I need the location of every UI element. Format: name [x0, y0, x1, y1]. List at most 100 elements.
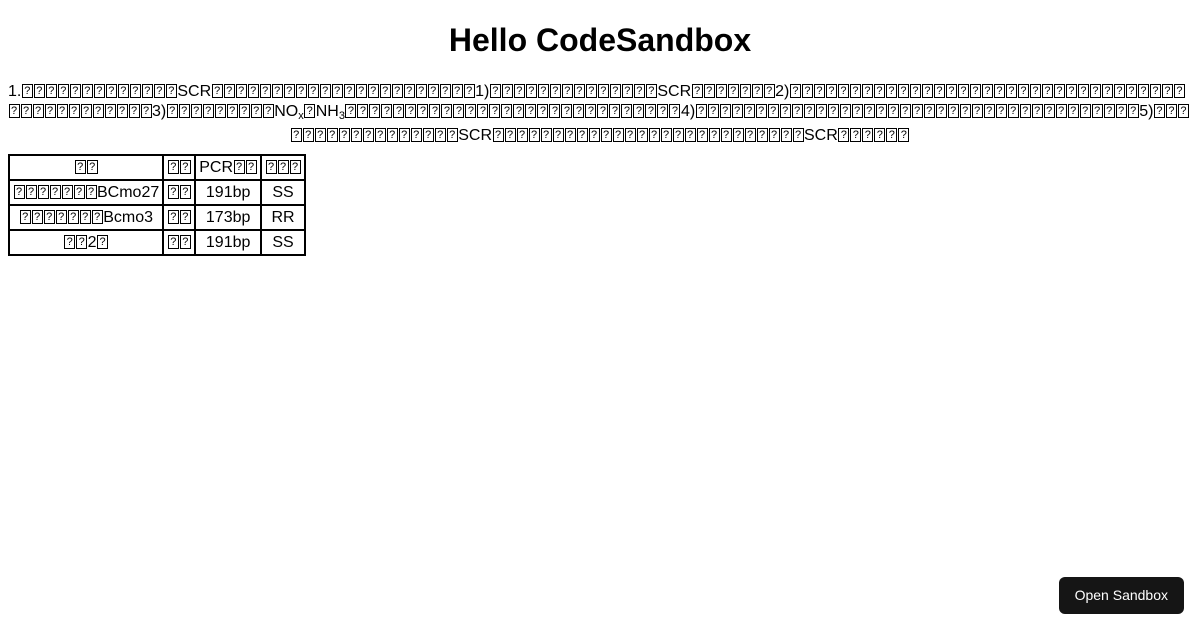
missing-glyph-box: [513, 84, 525, 98]
missing-glyph-box: [304, 104, 316, 118]
missing-glyph-box: [441, 104, 453, 118]
missing-glyph-box: [1067, 104, 1079, 118]
missing-glyph-box: [561, 104, 573, 118]
missing-glyph-box: [277, 159, 289, 174]
missing-glyph-box: [417, 104, 429, 118]
missing-glyph-box: [262, 104, 274, 118]
missing-glyph-box: [167, 209, 179, 224]
missing-glyph-box: [751, 84, 763, 98]
missing-glyph-box: [645, 104, 657, 118]
missing-glyph-box: [691, 84, 703, 98]
missing-glyph-box: [767, 104, 779, 118]
missing-glyph-box: [552, 128, 564, 142]
missing-glyph-box: [995, 104, 1007, 118]
missing-glyph-box: [202, 104, 214, 118]
missing-glyph-box: [513, 104, 525, 118]
text-run: SCR: [458, 127, 492, 144]
missing-glyph-box: [79, 209, 91, 224]
cell-genotype: SS: [261, 180, 306, 205]
missing-glyph-box: [851, 104, 863, 118]
missing-glyph-box: [80, 104, 92, 118]
missing-glyph-box: [585, 84, 597, 98]
missing-glyph-box: [609, 104, 621, 118]
missing-glyph-box: [179, 234, 191, 249]
missing-glyph-box: [1125, 84, 1137, 98]
missing-glyph-box: [621, 84, 633, 98]
missing-glyph-box: [391, 84, 403, 98]
missing-glyph-box: [393, 104, 405, 118]
table-row: Bcmo3173bpRR: [9, 205, 306, 230]
missing-glyph-box: [20, 104, 32, 118]
missing-glyph-box: [61, 184, 73, 199]
missing-glyph-box: [307, 84, 319, 98]
text-run: SCR: [657, 83, 692, 100]
missing-glyph-box: [398, 128, 410, 142]
missing-glyph-box: [85, 184, 97, 199]
missing-glyph-box: [116, 104, 128, 118]
missing-glyph-box: [791, 104, 803, 118]
missing-glyph-box: [768, 128, 780, 142]
missing-glyph-box: [492, 128, 504, 142]
column-header-name: [9, 155, 164, 180]
missing-glyph-box: [672, 128, 684, 142]
missing-glyph-box: [153, 84, 165, 98]
missing-glyph-box: [803, 104, 815, 118]
cell-gene: [163, 205, 196, 230]
missing-glyph-box: [319, 84, 331, 98]
missing-glyph-box: [874, 128, 886, 142]
text-run: NH: [315, 103, 339, 120]
text-run: BCmo27: [97, 183, 160, 201]
missing-glyph-box: [1031, 104, 1043, 118]
missing-glyph-box: [381, 104, 393, 118]
missing-glyph-box: [576, 128, 588, 142]
open-sandbox-button[interactable]: Open Sandbox: [1058, 577, 1184, 614]
missing-glyph-box: [463, 84, 475, 98]
missing-glyph-box: [540, 128, 552, 142]
missing-glyph-box: [957, 84, 969, 98]
missing-glyph-box: [314, 128, 326, 142]
missing-glyph-box: [911, 104, 923, 118]
missing-glyph-box: [501, 84, 513, 98]
subscript: x: [298, 110, 304, 122]
missing-glyph-box: [715, 84, 727, 98]
missing-glyph-box: [403, 84, 415, 98]
missing-glyph-box: [1041, 84, 1053, 98]
missing-glyph-box: [624, 128, 636, 142]
missing-glyph-box: [1173, 84, 1185, 98]
missing-glyph-box: [792, 128, 804, 142]
missing-glyph-box: [451, 84, 463, 98]
missing-glyph-box: [165, 84, 177, 98]
missing-glyph-box: [86, 159, 98, 174]
missing-glyph-box: [739, 84, 751, 98]
missing-glyph-box: [8, 104, 20, 118]
missing-glyph-box: [1177, 104, 1189, 118]
missing-glyph-box: [265, 159, 277, 174]
missing-glyph-box: [983, 104, 995, 118]
missing-glyph-box: [1017, 84, 1029, 98]
missing-glyph-box: [105, 84, 117, 98]
cell-gene: [163, 180, 196, 205]
missing-glyph-box: [537, 104, 549, 118]
missing-glyph-box: [875, 104, 887, 118]
missing-glyph-box: [633, 104, 645, 118]
missing-glyph-box: [909, 84, 921, 98]
missing-glyph-box: [250, 104, 262, 118]
missing-glyph-box: [178, 104, 190, 118]
missing-glyph-box: [528, 128, 540, 142]
missing-glyph-box: [1065, 84, 1077, 98]
missing-glyph-box: [355, 84, 367, 98]
missing-glyph-box: [537, 84, 549, 98]
missing-glyph-box: [179, 209, 191, 224]
missing-glyph-box: [167, 159, 179, 174]
missing-glyph-box: [621, 104, 633, 118]
missing-glyph-box: [295, 84, 307, 98]
table-row: BCmo27191bpSS: [9, 180, 306, 205]
missing-glyph-box: [68, 104, 80, 118]
missing-glyph-box: [719, 104, 731, 118]
missing-glyph-box: [660, 128, 672, 142]
missing-glyph-box: [684, 128, 696, 142]
missing-glyph-box: [732, 128, 744, 142]
missing-glyph-box: [214, 104, 226, 118]
missing-glyph-box: [789, 84, 801, 98]
missing-glyph-box: [597, 84, 609, 98]
